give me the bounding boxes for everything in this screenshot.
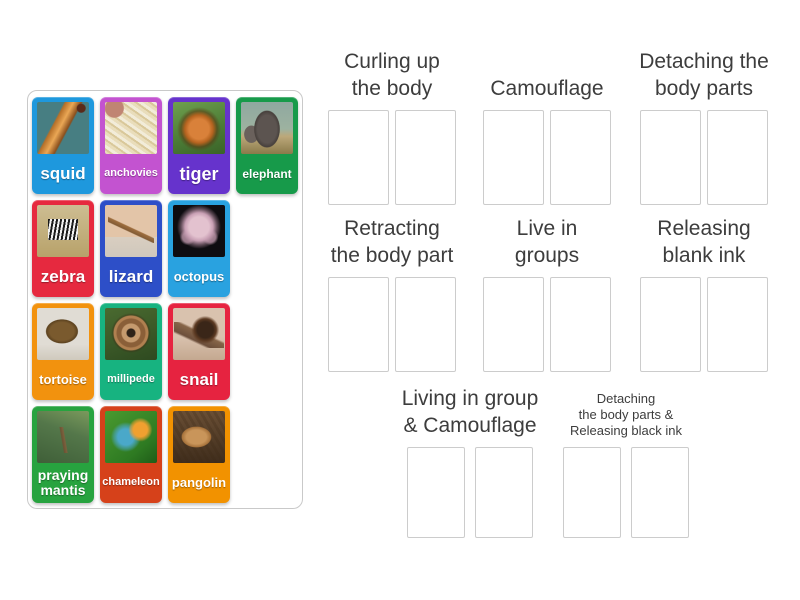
drop-slot[interactable] [563, 447, 621, 538]
slot-row [563, 447, 689, 538]
slot-row [483, 277, 611, 372]
anchovies-photo [105, 102, 157, 154]
cards-row: zebra lizard octopus [32, 200, 298, 297]
card-label: millipede [107, 373, 155, 386]
drop-slot[interactable] [395, 110, 456, 205]
drop-slot[interactable] [640, 110, 701, 205]
drop-slot[interactable] [707, 277, 768, 372]
card-praying-mantis[interactable]: praying mantis [32, 406, 94, 503]
slot-row [328, 277, 456, 372]
card-lizard[interactable]: lizard [100, 200, 162, 297]
category-title: Releasing blank ink [657, 217, 751, 267]
tiger-photo [173, 102, 225, 154]
drop-slot[interactable] [483, 110, 544, 205]
category-title: Living in group & Camouflage [401, 387, 539, 437]
card-zebra[interactable]: zebra [32, 200, 94, 297]
card-label: praying mantis [37, 467, 89, 498]
card-label: squid [40, 164, 86, 184]
drop-slot[interactable] [407, 447, 465, 538]
category-title: Curling up the body [344, 50, 440, 100]
card-elephant[interactable]: elephant [236, 97, 298, 194]
card-label: snail [179, 370, 219, 390]
card-octopus[interactable]: octopus [168, 200, 230, 297]
drop-slot[interactable] [707, 110, 768, 205]
drop-slot[interactable] [550, 277, 611, 372]
card-label: lizard [108, 267, 154, 287]
category-camouflage: Camouflage [472, 48, 622, 205]
tortoise-photo [37, 308, 89, 360]
zebra-photo [37, 205, 89, 257]
squid-photo [37, 102, 89, 154]
chameleon-photo [105, 411, 157, 463]
category-detaching-and-releasing-black-ink: Detaching the body parts & Releasing bla… [551, 385, 701, 538]
card-tortoise[interactable]: tortoise [32, 303, 94, 400]
slot-row [640, 277, 768, 372]
category-curling-up-the-body: Curling up the body [317, 48, 467, 205]
snail-photo [173, 308, 225, 360]
category-retracting-the-body-part: Retracting the body part [317, 215, 467, 372]
category-live-in-groups: Live in groups [472, 215, 622, 372]
cards-panel: squid anchovies tiger elephant zebra [27, 90, 303, 509]
cards-row: praying mantis chameleon pangolin [32, 406, 298, 503]
cards-row: squid anchovies tiger elephant [32, 97, 298, 194]
card-label: chameleon [102, 476, 160, 489]
octopus-photo [173, 205, 225, 257]
drop-slot[interactable] [395, 277, 456, 372]
card-millipede[interactable]: millipede [100, 303, 162, 400]
card-pangolin[interactable]: pangolin [168, 406, 230, 503]
pangolin-photo [173, 411, 225, 463]
praying-mantis-photo [37, 411, 89, 463]
category-title: Detaching the body parts & Releasing bla… [569, 391, 682, 438]
card-snail[interactable]: snail [168, 303, 230, 400]
drop-slot[interactable] [328, 110, 389, 205]
category-title: Retracting the body part [330, 217, 454, 267]
drop-slot[interactable] [550, 110, 611, 205]
drop-slot[interactable] [483, 277, 544, 372]
card-label: anchovies [104, 167, 158, 180]
card-squid[interactable]: squid [32, 97, 94, 194]
category-detaching-the-body-parts: Detaching the body parts [629, 48, 779, 205]
slot-row [328, 110, 456, 205]
card-label: zebra [40, 267, 86, 287]
slot-row [640, 110, 768, 205]
slot-row [483, 110, 611, 205]
drop-slot[interactable] [640, 277, 701, 372]
card-anchovies[interactable]: anchovies [100, 97, 162, 194]
category-title: Live in groups [514, 217, 580, 267]
cards-row: tortoise millipede snail [32, 303, 298, 400]
card-label: elephant [242, 166, 292, 181]
category-title: Detaching the body parts [639, 50, 769, 100]
drop-slot[interactable] [475, 447, 533, 538]
card-label: tortoise [39, 372, 87, 388]
lizard-photo [105, 205, 157, 257]
elephant-photo [241, 102, 293, 154]
millipede-photo [105, 308, 157, 360]
category-releasing-blank-ink: Releasing blank ink [629, 215, 779, 372]
slot-row [407, 447, 533, 538]
category-title: Camouflage [490, 77, 604, 100]
card-tiger[interactable]: tiger [168, 97, 230, 194]
category-living-in-group-and-camouflage: Living in group & Camouflage [395, 385, 545, 538]
card-label: pangolin [171, 475, 227, 491]
drop-slot[interactable] [328, 277, 389, 372]
card-label: tiger [179, 163, 219, 184]
card-chameleon[interactable]: chameleon [100, 406, 162, 503]
card-label: octopus [173, 269, 225, 285]
drop-slot[interactable] [631, 447, 689, 538]
